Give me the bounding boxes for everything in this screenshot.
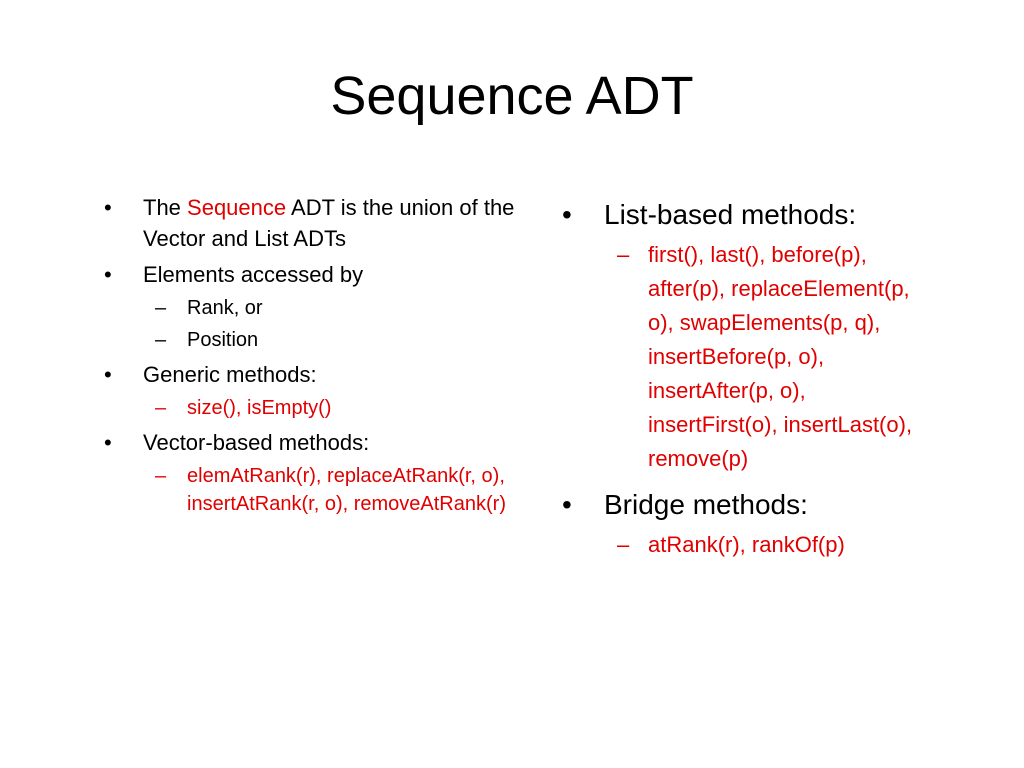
dash-marker: – — [617, 532, 630, 557]
dash-marker: – — [617, 242, 630, 267]
dash-marker: – — [155, 465, 167, 487]
bullet-list-methods: • List-based methods: — [560, 196, 940, 234]
bullet-label: Elements accessed by — [143, 262, 364, 287]
bullet-sequence-intro: • The Sequence ADT is the union of the Ve… — [100, 192, 540, 254]
bullet-label: Vector-based methods: — [143, 430, 370, 455]
bullet-generic-methods: • Generic methods: — [100, 359, 540, 390]
sub-bullet-vector-list: –elemAtRank(r), replaceAtRank(r, o), ins… — [100, 462, 540, 518]
sub-bullet-bridge-list: –atRank(r), rankOf(p) — [560, 528, 940, 562]
method-list: size(), isEmpty() — [187, 397, 332, 419]
bullet-marker: • — [562, 489, 572, 520]
bullet-marker: • — [104, 430, 112, 455]
bullet-bridge-methods: • Bridge methods: — [560, 486, 940, 524]
dash-marker: – — [155, 329, 167, 351]
sub-bullet-position: –Position — [100, 326, 540, 354]
right-column: •List-based methods: –first(), last(), b… — [560, 196, 940, 562]
intro-highlight: Sequence — [187, 195, 287, 220]
bullet-label: List-based methods: — [604, 199, 857, 230]
bullet-marker: • — [104, 262, 112, 287]
method-list: first(), last(), before(p), after(p), re… — [648, 242, 913, 471]
bullet-marker: • — [104, 195, 112, 220]
bullet-vector-methods: • Vector-based methods: — [100, 427, 540, 458]
bullet-elements-accessed: • Elements accessed by — [100, 259, 540, 290]
dash-marker: – — [155, 297, 167, 319]
sub-bullet-label: Rank, or — [187, 297, 263, 319]
dash-marker: – — [155, 397, 167, 419]
bullet-marker: • — [562, 199, 572, 230]
method-list: elemAtRank(r), replaceAtRank(r, o), inse… — [187, 465, 506, 515]
sub-bullet-generic-list: –size(), isEmpty() — [100, 394, 540, 422]
bullet-label: Bridge methods: — [604, 489, 808, 520]
bullet-label: Generic methods: — [143, 362, 317, 387]
intro-text-before: The — [143, 195, 188, 220]
intro-text-after: ADT is the union of the Vector and List … — [143, 195, 515, 251]
sub-bullet-rank: –Rank, or — [100, 294, 540, 322]
method-list: atRank(r), rankOf(p) — [648, 532, 845, 557]
sub-bullet-list-methods: –first(), last(), before(p), after(p), r… — [560, 238, 940, 476]
slide-title: Sequence ADT — [330, 66, 694, 126]
bullet-marker: • — [104, 362, 112, 387]
sub-bullet-label: Position — [187, 329, 259, 351]
left-column: • The Sequence ADT is the union of the Ve… — [100, 192, 540, 518]
